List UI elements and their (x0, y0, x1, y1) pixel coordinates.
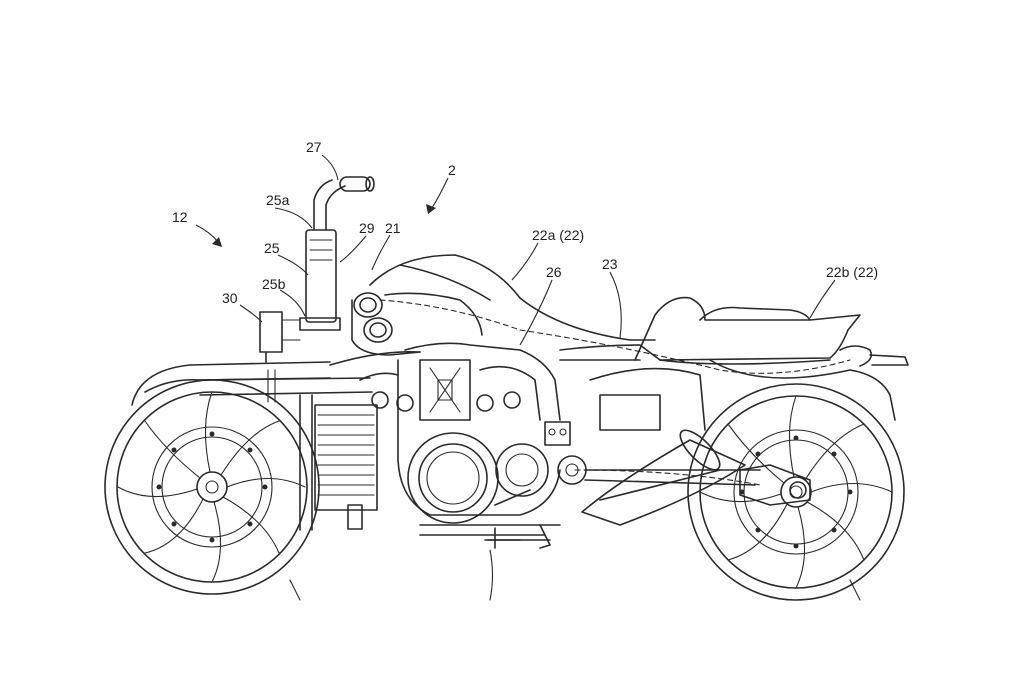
front-fender-and-arms (131, 361, 378, 531)
front-wheel-spokes (117, 391, 306, 583)
ref-label-26: 26 (546, 264, 562, 280)
steering-column (259, 176, 375, 363)
leader-lines (195, 154, 836, 346)
rear-wheel-spokes (699, 395, 893, 589)
ref-label-2: 2 (448, 162, 456, 178)
direction-arrows (212, 204, 436, 247)
reference-numerals: 27 2 25a 12 29 21 22a (22) 25 26 23 22b … (172, 139, 878, 306)
seat-and-rear-cowl (634, 296, 909, 421)
ref-label-25b: 25b (262, 276, 286, 292)
rear-wheel (687, 383, 905, 601)
ref-label-12: 12 (172, 209, 188, 225)
ref-label-30: 30 (222, 290, 238, 306)
ref-label-25: 25 (264, 240, 280, 256)
exhaust-muffler (581, 429, 746, 526)
ref-label-21: 21 (385, 220, 401, 236)
swingarm (584, 464, 811, 506)
front-brake-disc-holes (156, 431, 268, 543)
front-wheel (104, 379, 320, 595)
ref-label-23: 23 (602, 256, 618, 272)
ref-label-27: 27 (306, 139, 322, 155)
ground-lines (289, 549, 861, 601)
radiator-fins (317, 414, 375, 496)
engine (359, 342, 587, 541)
footrest (484, 524, 551, 549)
fuel-tank (351, 254, 656, 356)
ref-label-25a: 25a (266, 192, 290, 208)
ref-label-22b: 22b (22) (826, 264, 878, 280)
ref-label-22a: 22a (22) (532, 227, 584, 243)
rear-brake-disc-holes (739, 435, 853, 549)
ref-label-29: 29 (359, 220, 375, 236)
